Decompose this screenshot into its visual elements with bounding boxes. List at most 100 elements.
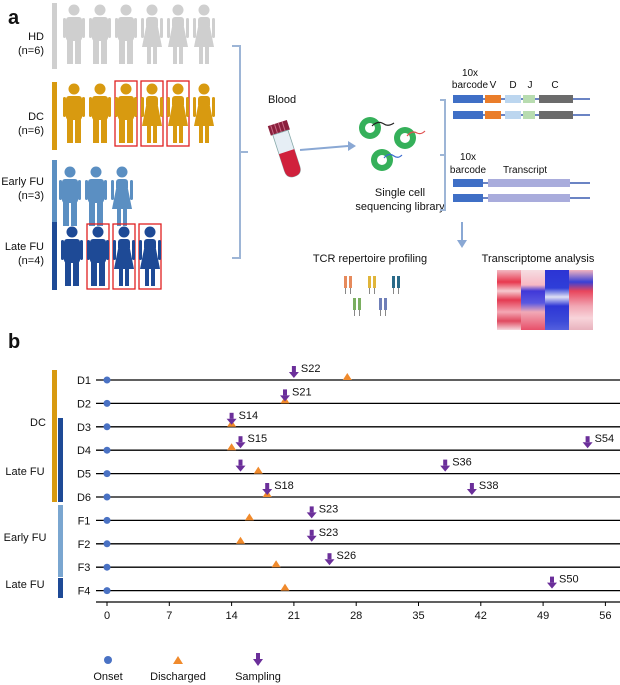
sampling-label: S18 [274, 480, 294, 492]
hd-n-label: (n=6) [18, 45, 44, 57]
sampling-marker [306, 506, 317, 519]
onset-marker [103, 563, 111, 571]
late-fu-group-bar [52, 222, 57, 290]
b-early-fu-bar [58, 505, 63, 577]
legend-onset-marker [104, 656, 112, 664]
male-person-icon [63, 4, 85, 64]
legend-discharged-marker [173, 656, 183, 664]
early-fu-group-bar [52, 160, 57, 222]
row-label: D3 [77, 422, 91, 434]
segment-v-label: V [490, 80, 497, 91]
sampling-marker [306, 529, 317, 542]
sampling-marker [235, 459, 246, 472]
onset-marker [103, 399, 111, 407]
female-person-icon [193, 4, 215, 64]
female-person-icon [140, 80, 164, 147]
timeline-row-d6: D6 S18 S38 [77, 480, 620, 504]
row-label: F3 [78, 562, 91, 574]
row-label: F4 [78, 586, 91, 598]
legend-sampling-marker [253, 653, 263, 666]
row-label: D2 [77, 398, 91, 410]
sampling-marker [262, 483, 273, 495]
flow-arrow-1 [299, 145, 349, 151]
male-person-icon [89, 83, 111, 143]
row-label: D6 [77, 492, 91, 504]
sampling-label: S23 [319, 503, 339, 515]
discharged-marker [342, 373, 352, 380]
transcript-construct [453, 179, 590, 202]
sampling-marker [288, 366, 299, 378]
onset-marker [103, 516, 111, 524]
x-tick-label: 42 [475, 610, 487, 622]
x-tick-label: 7 [166, 610, 172, 622]
cohort-bracket [232, 45, 248, 259]
male-person-icon [115, 4, 137, 64]
female-person-icon [141, 4, 163, 64]
timeline-row-d2: D2 S21 [77, 386, 620, 410]
onset-marker [103, 376, 111, 384]
hd-label: HD [28, 31, 44, 43]
sampling-label: S14 [239, 410, 259, 422]
early-fu-n-label: (n=3) [18, 190, 44, 202]
construct-bracket [440, 99, 446, 211]
tcr-construct [453, 95, 590, 119]
male-person-icon [63, 83, 85, 143]
tcr-barcode-label-1: 10x [462, 68, 478, 79]
legend-sampling-label: Sampling [235, 671, 281, 683]
male-person-icon [61, 226, 83, 286]
flow-arrow-1-head [348, 141, 356, 151]
b-dc-bar [52, 370, 57, 502]
panel-b-label: b [8, 331, 20, 353]
expression-heatmap [497, 270, 593, 330]
b-early-fu-label: Early FU [4, 532, 47, 544]
row-label: D1 [77, 375, 91, 387]
dc-n-label: (n=6) [18, 125, 44, 137]
sampling-marker [235, 436, 246, 449]
onset-marker [103, 470, 111, 478]
sampling-label: S22 [301, 363, 321, 375]
sampling-label: S36 [452, 457, 472, 469]
x-tick-label: 14 [225, 610, 237, 622]
legend-onset-label: Onset [93, 671, 122, 683]
sampling-label: S15 [248, 433, 268, 445]
timeline-row-f1: F1 S23 [78, 503, 620, 527]
x-tick-label: 21 [288, 610, 300, 622]
transcriptome-label: Transcriptome analysis [482, 253, 595, 265]
transcript-barcode-label-1: 10x [460, 152, 476, 163]
transcript-barcode-label-2: barcode [450, 165, 487, 176]
female-person-icon [166, 80, 190, 147]
early-fu-label: Early FU [1, 176, 44, 188]
onset-marker [103, 540, 111, 548]
row-label: F2 [78, 539, 91, 551]
library-label-line2: sequencing library [355, 201, 445, 213]
sampling-label: S21 [292, 386, 312, 398]
female-person-icon [138, 223, 162, 290]
female-person-icon [193, 83, 215, 143]
sampling-label: S54 [595, 433, 615, 445]
segment-c-label: C [551, 80, 558, 91]
legend-discharged-label: Discharged [150, 671, 206, 683]
transcript-label: Transcript [503, 165, 547, 176]
sampling-label: S50 [559, 574, 579, 586]
late-fu-n-label: (n=4) [18, 255, 44, 267]
panel-a-label: a [8, 7, 20, 29]
sampling-label: S38 [479, 480, 499, 492]
female-person-icon [111, 166, 133, 226]
b-late-fu-bar-1 [58, 418, 63, 502]
row-label: F1 [78, 515, 91, 527]
b-late-fu-label-1: Late FU [5, 466, 44, 478]
male-person-icon [86, 223, 110, 290]
x-tick-label: 28 [350, 610, 362, 622]
x-tick-label: 56 [599, 610, 611, 622]
timeline-row-d3: D3 S14 [77, 410, 620, 434]
discharged-marker [236, 536, 245, 544]
sampling-marker [324, 553, 335, 566]
discharged-marker [271, 560, 281, 568]
onset-marker [103, 493, 111, 501]
onset-marker [103, 587, 111, 595]
discharged-marker [253, 466, 263, 474]
